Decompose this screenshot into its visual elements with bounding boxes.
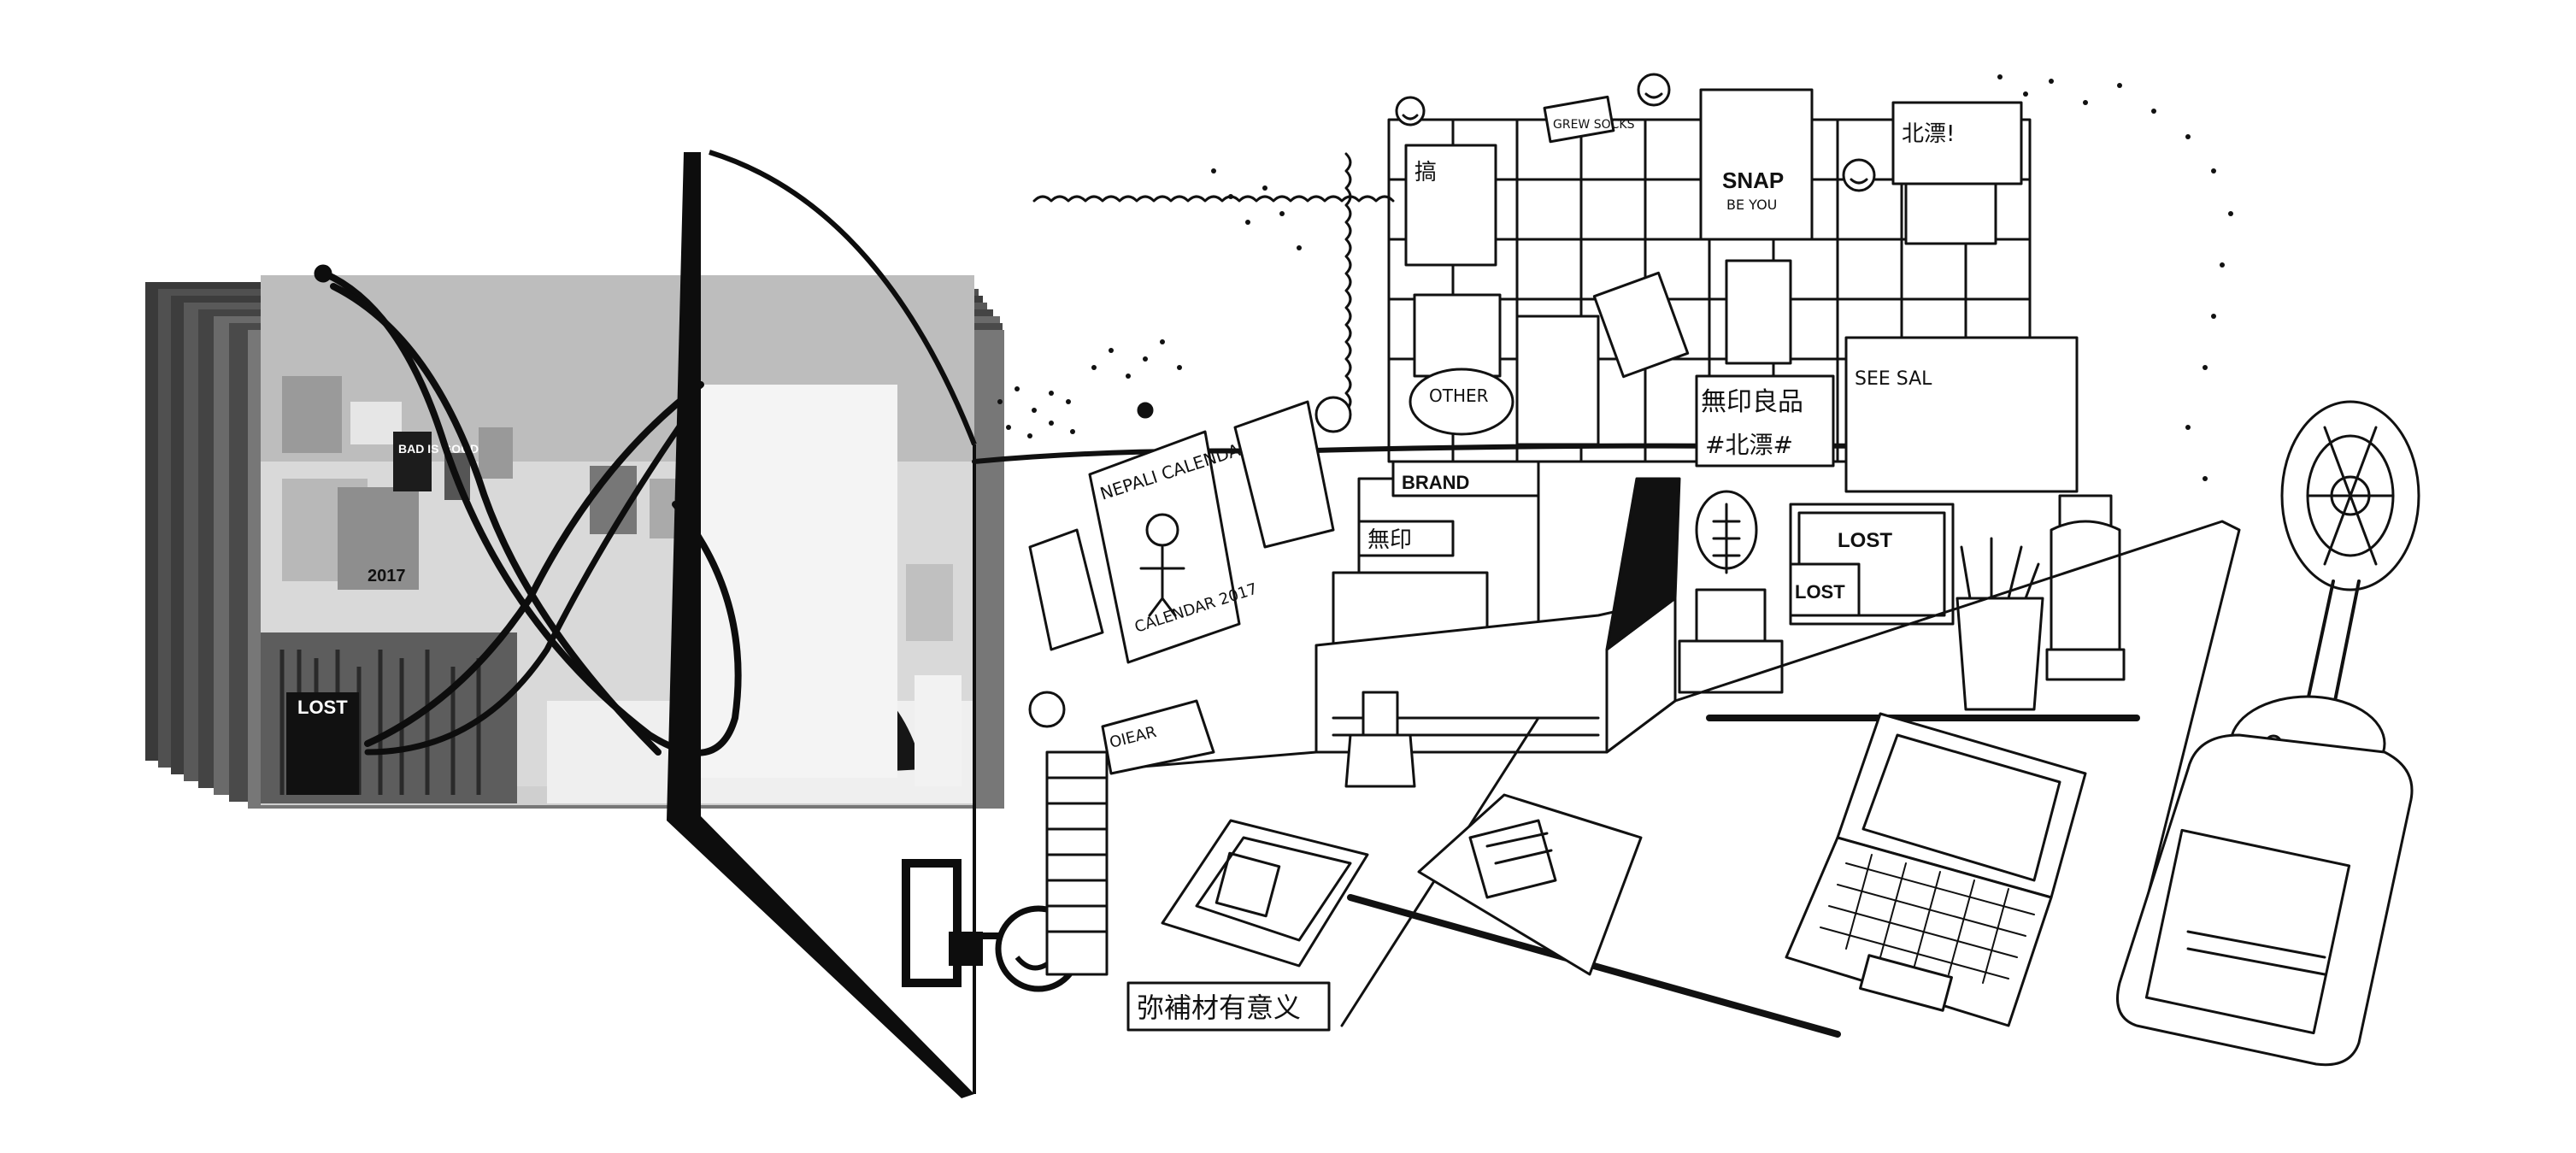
stipple-dots: [997, 74, 2233, 481]
snap-card-title: SNAP: [1722, 168, 1784, 193]
desk-lamp: [1678, 490, 1784, 694]
poster-bad-is-good: [393, 432, 432, 491]
bottom-label-card: 弥補材有意义: [1126, 981, 1331, 1032]
poster-year: 2017: [368, 567, 406, 585]
pinned-note-paper: [1233, 400, 1335, 549]
office-photo: 2017 BAD IS GOOD: [261, 275, 974, 805]
laptop: [1785, 712, 2087, 1027]
wavy-line: [1032, 195, 1395, 203]
pencil-cup: [1956, 537, 2044, 711]
other-tag: OTHER: [1429, 385, 1489, 406]
notebook: [1161, 819, 1369, 968]
desk-sketch: 搞 SNAP BE YOU GREW SOCKS 北漂! 無印良品 #北漂# S…: [972, 73, 2420, 1067]
snap-card-sub: BE YOU: [1726, 197, 1777, 213]
sticky-note-stack: [1045, 750, 1109, 976]
desk-fan: [2229, 400, 2420, 792]
poster-lost-text: LOST: [297, 697, 348, 718]
ink-bottle: [1344, 691, 1416, 788]
bottom-label: 弥補材有意义: [1137, 991, 1301, 1024]
drawing-sheet: [1417, 793, 1643, 976]
photo-collage: 2017 BAD IS GOOD: [145, 264, 1004, 809]
storage-box: [1314, 477, 1681, 754]
see-tag: SEE SAL: [1855, 368, 1932, 390]
lost-label-1: LOST: [1838, 529, 1892, 552]
muji-book-label: 無印: [1367, 527, 1412, 553]
brand-book-label: BRAND: [1402, 472, 1469, 493]
lost-frame: LOST LOST: [1789, 503, 1955, 626]
water-bottle: [2045, 494, 2126, 681]
lost-label-2: LOST: [1795, 581, 1845, 603]
cutout-outline: [667, 150, 1082, 1098]
pinned-note-small: [1028, 528, 1104, 651]
smiley-pins: [1395, 73, 1876, 192]
other-badge: [1409, 368, 1514, 436]
pinned-cards: [1404, 88, 2079, 493]
beijing-drift-tag: 北漂!: [1902, 121, 1955, 147]
poster-bad-text: BAD IS GOOD: [398, 442, 479, 456]
calendar-poster: NEPALI CALENDAR CALENDAR 2017: [1088, 430, 1260, 664]
muji-full-tag: 無印良品: [1701, 387, 1803, 417]
grew-tag: GREW SOCKS: [1553, 118, 1635, 132]
poster-lost: [286, 692, 359, 795]
hashtag-beijing: #北漂#: [1705, 431, 1793, 459]
photo-cables: [314, 264, 742, 756]
calendar-stamp-card: [1101, 699, 1215, 775]
svg-text:搞: 搞: [1414, 160, 1437, 185]
storage-tower: [2116, 733, 2414, 1067]
poster-figure: [338, 487, 419, 590]
